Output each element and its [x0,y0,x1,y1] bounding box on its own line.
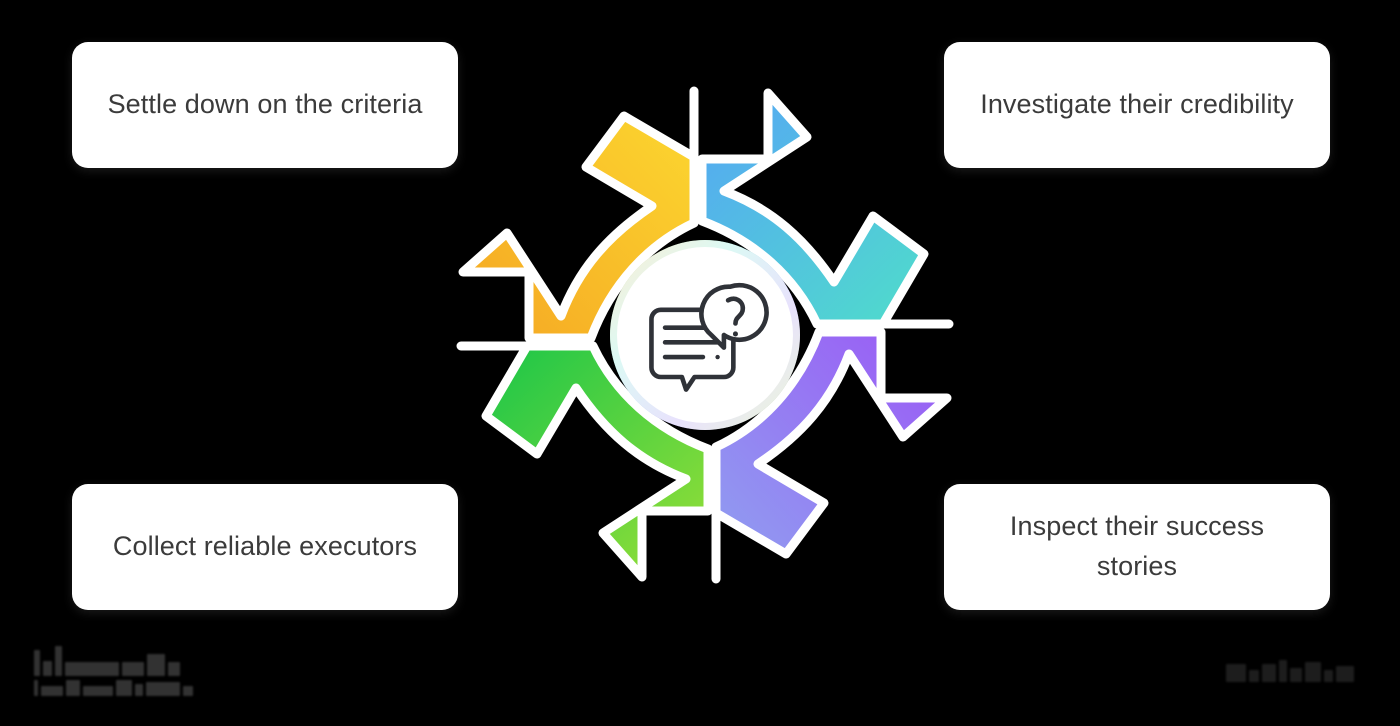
arrow-top-left-blade [458,86,699,343]
arrow-top-right-blade [697,88,954,329]
arrow-top-left[interactable] [458,86,699,343]
label-card-bottom-right-text: Inspect their success stories [1009,511,1265,581]
watermark-left-row-2 [34,680,193,696]
label-card-top-left-text: Settle down on the criteria [107,89,423,120]
watermark-left-row-1 [34,646,193,676]
label-card-bottom-left-text: Collect reliable executors [112,531,418,562]
arrow-bottom-right[interactable] [711,327,952,584]
arrow-bottom-right-blade [711,327,952,584]
watermark-bottom-left [34,646,193,700]
watermark-right-row-1 [1226,660,1354,682]
arrow-bottom-left-blade [456,341,713,582]
watermark-bottom-right [1226,660,1354,686]
label-card-top-right[interactable]: Investigate their credibility [944,42,1330,168]
label-card-top-left[interactable]: Settle down on the criteria [72,42,458,168]
center-circle[interactable] [610,240,800,430]
label-card-bottom-right[interactable]: Inspect their success stories [944,484,1330,610]
pinwheel-graphic [455,85,955,585]
center-disc [617,247,793,423]
chat-question-icon [649,282,769,392]
label-card-top-right-text: Investigate their credibility [980,89,1294,120]
arrow-top-right[interactable] [697,88,954,329]
arrow-bottom-left[interactable] [456,341,713,582]
label-card-bottom-left[interactable]: Collect reliable executors [72,484,458,610]
